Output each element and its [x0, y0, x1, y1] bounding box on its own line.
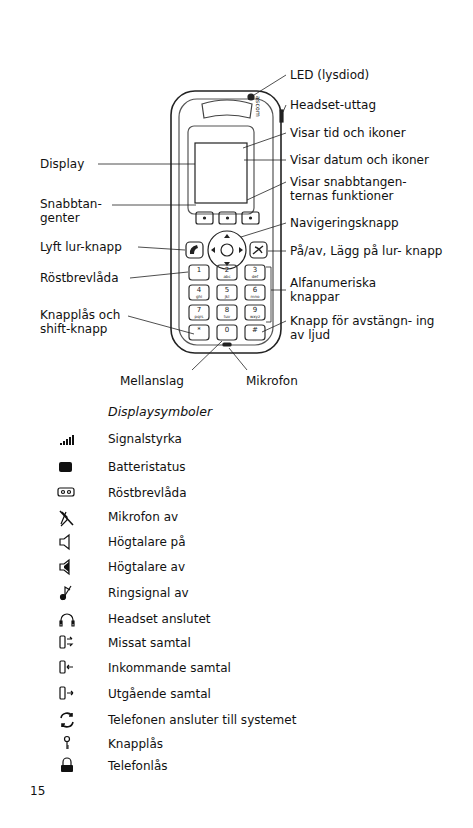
part-label: Display [40, 157, 84, 171]
key-digit: 2 [217, 266, 237, 274]
key-digit: 1 [189, 266, 209, 274]
key-letters: wxyz [245, 314, 265, 319]
part-label: Mellanslag [120, 374, 184, 388]
leader-lines [98, 75, 286, 370]
symbol-legend-text: Telefonen ansluter till systemet [108, 713, 296, 727]
display-symbol-icons [58, 435, 74, 772]
key-digit: 8 [217, 306, 237, 314]
part-label: LED (lysdiod) [290, 68, 369, 82]
key-letters: def [245, 274, 265, 279]
symbol-legend-text: Missat samtal [108, 636, 191, 650]
part-label: Lyft lur-knapp [40, 240, 122, 254]
symbol-legend-text: Mikrofon av [108, 510, 178, 524]
symbol-legend-text: Knapplås [108, 737, 163, 751]
part-label: Mikrofon [246, 374, 298, 388]
symbol-legend-text: Ringsignal av [108, 586, 189, 600]
symbol-legend-text: Röstbrevlåda [108, 486, 187, 500]
symbol-legend-text: Högtalare på [108, 535, 186, 549]
section-heading: Displaysymboler [108, 405, 212, 419]
part-label: Navigeringsknapp [290, 216, 399, 230]
part-label: Knapp för avstängn- ing av ljud [290, 314, 445, 342]
part-label: På/av, Lägg på lur- knapp [290, 244, 445, 258]
symbol-legend-text: Utgående samtal [108, 687, 211, 701]
part-label: Visar tid och ikoner [290, 126, 406, 140]
part-label: Visar datum och ikoner [290, 153, 429, 167]
page-number: 15 [30, 784, 45, 798]
key-digit: 9 [245, 306, 265, 314]
symbol-legend-text: Högtalare av [108, 560, 185, 574]
part-label: Snabbtan- genter [40, 197, 120, 225]
brand-logo: ascom [255, 96, 262, 117]
key-digit: 4 [189, 286, 209, 294]
key-letters: tuv [217, 314, 237, 319]
key-digit: 6 [245, 286, 265, 294]
key-digit: # [245, 326, 265, 334]
key-digit: 7 [189, 306, 209, 314]
key-letters: abc [217, 274, 237, 279]
symbol-legend-text: Batteristatus [108, 460, 186, 474]
symbol-legend-text: Signalstyrka [108, 432, 182, 446]
key-digit: 0 [217, 326, 237, 334]
part-label: Visar snabbtangen- ternas funktioner [290, 175, 440, 203]
symbol-legend-text: Inkommande samtal [108, 661, 231, 675]
part-label: Headset-uttag [290, 98, 376, 112]
key-digit: * [189, 326, 209, 334]
key-letters: ghi [189, 294, 209, 299]
part-label: Knapplås och shift-knapp [40, 308, 150, 336]
part-label: Röstbrevlåda [40, 271, 119, 285]
key-digit: 3 [245, 266, 265, 274]
key-digit: 5 [217, 286, 237, 294]
key-letters: jkl [217, 294, 237, 299]
symbol-legend-text: Telefonlås [108, 759, 168, 773]
part-label: Alfanumeriska knappar [290, 276, 410, 304]
symbol-legend-text: Headset anslutet [108, 612, 210, 626]
key-letters: pqrs [189, 314, 209, 319]
phone-body [171, 91, 283, 353]
key-letters: mno [245, 294, 265, 299]
